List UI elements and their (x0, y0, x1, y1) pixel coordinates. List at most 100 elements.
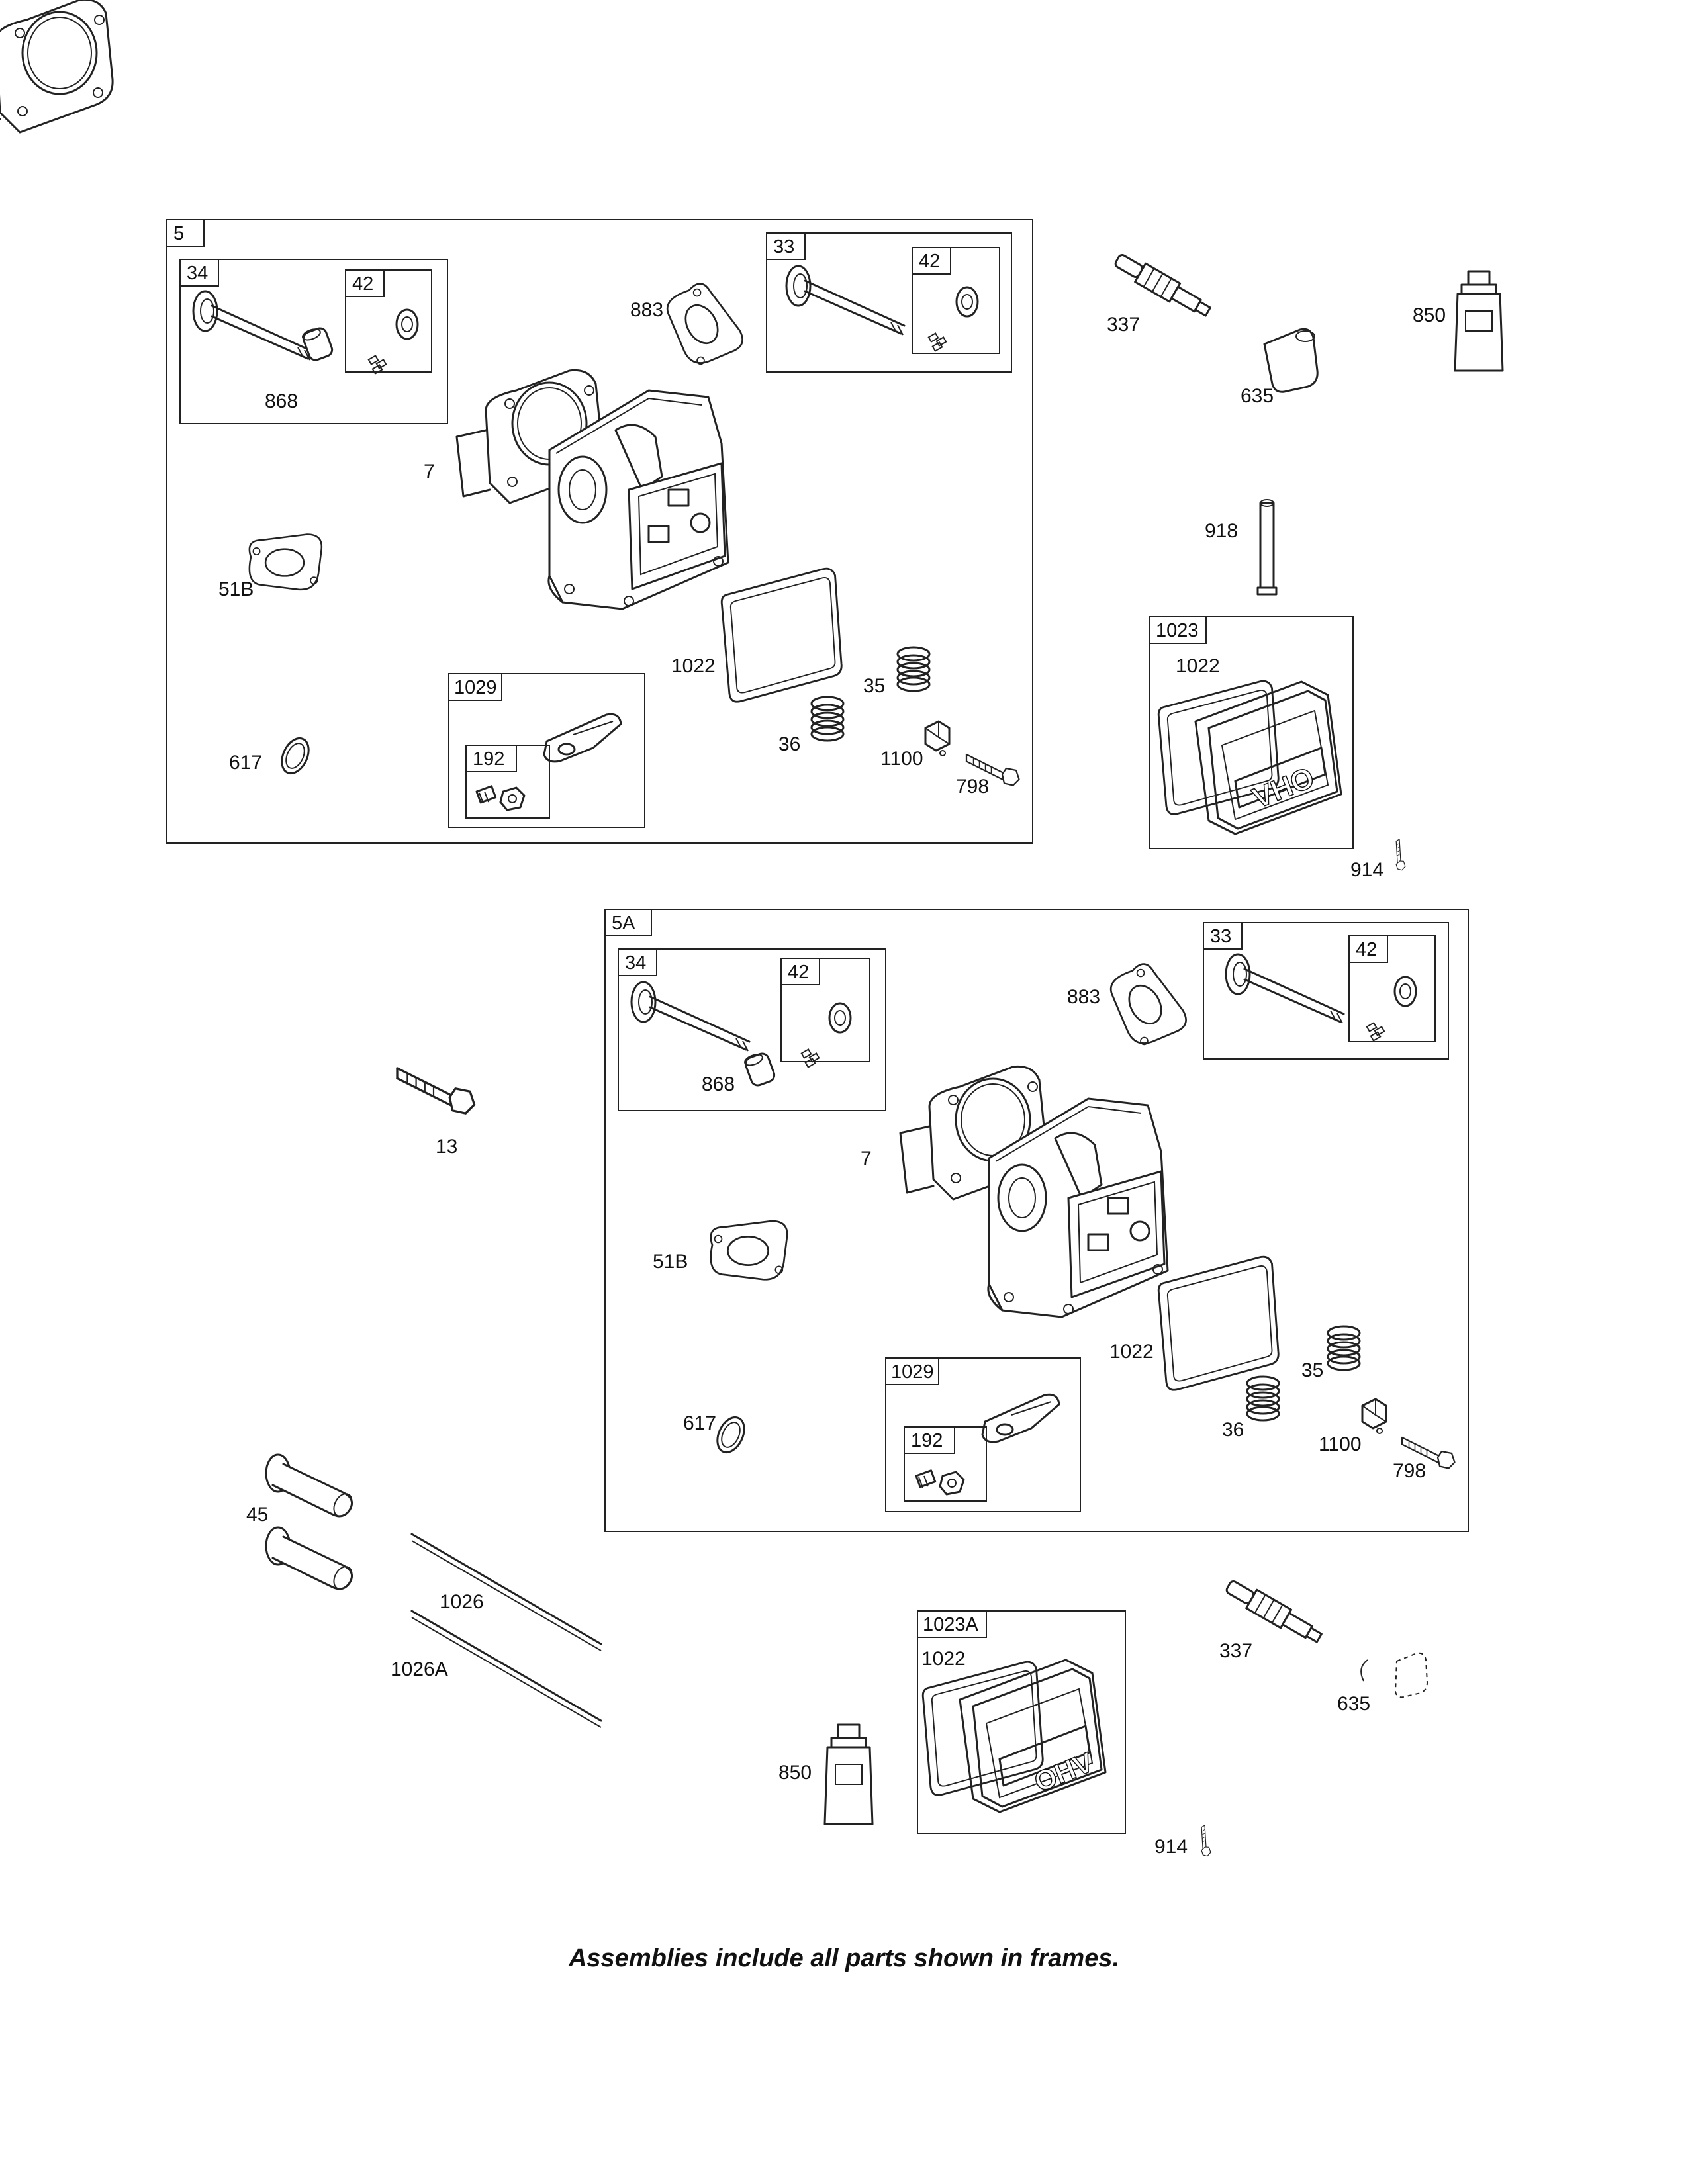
part-label-1022: 1022 (671, 655, 716, 677)
part-label-51b: 51B (218, 578, 254, 600)
left-loose-parts: 13 45 1026 1026A (246, 1067, 602, 1728)
frame-label-33: 33 (1210, 926, 1231, 947)
part-label-883: 883 (1067, 986, 1100, 1008)
part-label-798: 798 (956, 776, 989, 797)
frame-label-192: 192 (911, 1430, 943, 1451)
valve-keeper (927, 286, 979, 352)
part-label-635: 635 (1241, 385, 1274, 407)
top-right-parts: 337 635 850 918 1023 VHO 1022 914 (1107, 252, 1504, 881)
part-label-918: 918 (1205, 520, 1238, 542)
breather-bracket (924, 720, 951, 757)
part-label-1026a: 1026A (391, 1659, 448, 1680)
push-rod (410, 1533, 602, 1651)
valve-keeper (800, 1002, 852, 1068)
frame-label-5: 5 (173, 223, 184, 244)
intake-gasket (657, 276, 748, 374)
part-label-617: 617 (683, 1412, 716, 1434)
valve-seal (742, 1050, 777, 1089)
part-label-1100: 1100 (1319, 1433, 1362, 1455)
part-label-868: 868 (265, 390, 298, 412)
part-label-850: 850 (1413, 304, 1446, 326)
valve-cover-gasket (720, 567, 843, 703)
assembly-frame-5a: 5A 34 42 33 42 1029 192 (0, 0, 1469, 1532)
part-label-337: 337 (1219, 1640, 1252, 1662)
part-label-868: 868 (702, 1073, 735, 1095)
tappet (265, 1526, 357, 1594)
part-label-1100: 1100 (880, 748, 923, 770)
part-label-35: 35 (863, 675, 885, 697)
frame-label-33: 33 (773, 236, 794, 257)
exhaust-valve (1225, 953, 1345, 1024)
valve-keeper (367, 308, 419, 375)
rocker-arm (981, 1393, 1060, 1443)
valve-cover-gasket (921, 1661, 1044, 1796)
rocker-arm (543, 713, 622, 763)
sealant-tube (1454, 270, 1504, 372)
part-label-850: 850 (778, 1762, 812, 1784)
valve-spring (1246, 1375, 1280, 1422)
part-label-1022: 1022 (1176, 655, 1220, 677)
part-label-798: 798 (1393, 1460, 1426, 1482)
assembly-frame-5: 5 34 42 33 42 1029 (166, 219, 1033, 844)
exhaust-gasket (710, 1220, 788, 1281)
frame-label-1023a: 1023A (923, 1614, 979, 1635)
frame-label-42: 42 (352, 273, 373, 295)
head-bolt (396, 1067, 476, 1115)
spark-plug (1113, 252, 1215, 322)
tappet (265, 1453, 357, 1521)
part-label-13: 13 (436, 1136, 457, 1158)
sealant-tube (823, 1723, 874, 1825)
part-label-617: 617 (229, 752, 262, 774)
valve-keeper (1366, 976, 1417, 1042)
frame-label-42: 42 (919, 251, 940, 272)
part-label-7: 7 (861, 1148, 872, 1169)
valve-spring (896, 646, 931, 692)
valve-seal (300, 325, 335, 363)
push-rod (410, 1610, 602, 1728)
frame-label-192: 192 (473, 749, 504, 770)
push-rod-guide (1256, 499, 1278, 596)
footer-note: Assemblies include all parts shown in fr… (568, 1944, 1120, 1972)
part-label-1026: 1026 (440, 1591, 484, 1613)
part-label-883: 883 (630, 299, 663, 321)
part-label-51b: 51B (653, 1251, 688, 1273)
intake-gasket (1101, 956, 1192, 1054)
frame-label-34: 34 (625, 952, 646, 974)
part-label-914: 914 (1350, 859, 1383, 881)
bottom-right-parts: 850 1023A OHV 1022 337 635 914 (778, 1578, 1429, 1858)
intake-valve (630, 981, 751, 1052)
spark-plug (1224, 1578, 1326, 1649)
adjusting-nut-screw (475, 785, 526, 811)
part-label-45: 45 (246, 1504, 268, 1525)
valve-cover-gasket (1157, 1255, 1280, 1391)
breather-bracket (1361, 1398, 1387, 1435)
spark-plug-boot (1360, 1652, 1429, 1698)
frame-label-42: 42 (788, 962, 809, 983)
part-label-1022: 1022 (1109, 1341, 1154, 1363)
head-gasket (0, 0, 114, 134)
frame-label-5a: 5A (612, 913, 635, 934)
o-ring (275, 733, 315, 779)
adjusting-nut-screw (915, 1469, 965, 1496)
part-label-337: 337 (1107, 314, 1140, 336)
cover-screw (1190, 1825, 1219, 1858)
cover-screw (1384, 839, 1414, 872)
frame-label-1029: 1029 (891, 1361, 934, 1383)
part-label-35: 35 (1301, 1359, 1323, 1381)
valve-spring (1327, 1325, 1361, 1371)
part-label-914: 914 (1154, 1836, 1188, 1858)
exhaust-valve (785, 265, 906, 336)
spark-plug-boot (1263, 328, 1319, 393)
frame-label-1023: 1023 (1156, 620, 1199, 641)
valve-spring (810, 696, 845, 742)
part-label-635: 635 (1337, 1693, 1370, 1715)
frame-label-34: 34 (187, 263, 208, 284)
frame-label-1029: 1029 (454, 677, 497, 698)
part-label-7: 7 (424, 461, 435, 482)
exhaust-gasket (248, 533, 323, 591)
part-label-36: 36 (778, 733, 800, 755)
part-label-1022: 1022 (921, 1648, 966, 1670)
intake-valve (192, 290, 312, 361)
